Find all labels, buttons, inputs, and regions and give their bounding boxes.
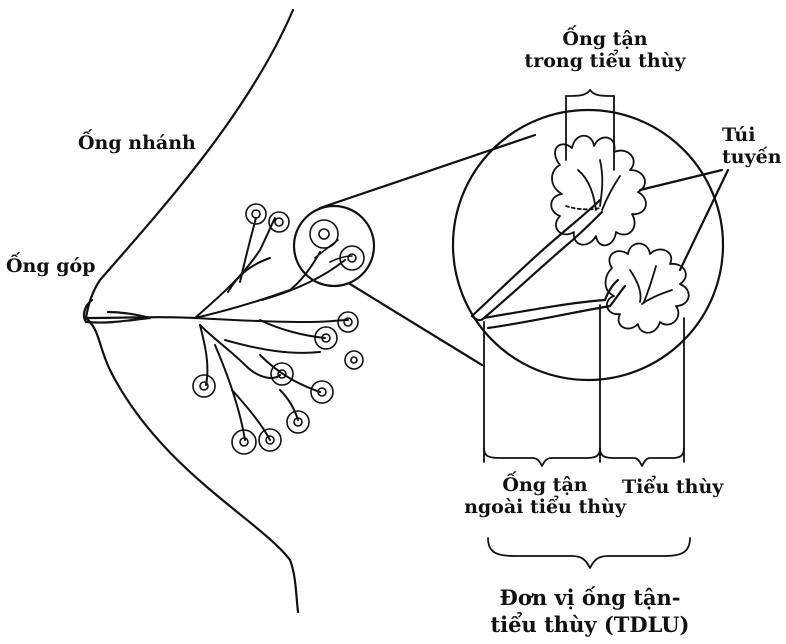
magnified-region-circle <box>294 206 374 286</box>
label-ong-nhanh: Ống nhánh <box>78 132 196 154</box>
extralobular-bracket <box>484 448 600 466</box>
label-intralobular-duct-line1: Ống tận <box>515 28 695 50</box>
label-intralobular-duct-line2: trong tiểu thùy <box>515 50 695 72</box>
label-extralobular-duct: Ống tận ngoài tiểu thùy <box>450 474 640 518</box>
label-acinus: Túi tuyến <box>722 124 782 168</box>
small-lobule-in-circle <box>310 220 364 270</box>
label-acinus-line1: Túi <box>722 124 782 146</box>
label-tdlu: Đơn vị ống tận- tiểu thùy (TDLU) <box>440 584 740 638</box>
label-extralobular-duct-line2: ngoài tiểu thùy <box>450 496 640 518</box>
label-acinus-line2: tuyến <box>722 146 782 168</box>
lower-lobule <box>606 244 689 333</box>
breast-outline <box>86 10 298 612</box>
tdlu-bracket <box>488 538 690 568</box>
intralobular-bracket <box>566 90 614 170</box>
lobule-bracket <box>600 448 684 466</box>
label-intralobular-duct: Ống tận trong tiểu thùy <box>515 28 695 72</box>
label-tdlu-line1: Đơn vị ống tận- <box>440 584 740 611</box>
magnified-ducts <box>472 200 625 328</box>
label-ong-gop: Ống góp <box>6 255 96 277</box>
label-extralobular-duct-line1: Ống tận <box>450 474 640 496</box>
magnified-lobule-circle <box>453 110 723 380</box>
nipple <box>84 300 150 323</box>
lower-guide-lines <box>484 305 684 462</box>
main-duct <box>86 317 195 318</box>
branching-ducts <box>195 218 348 440</box>
lobule-clusters <box>193 204 363 454</box>
zoom-line-top <box>320 135 535 208</box>
label-lobule: Tiểu thùy <box>622 476 723 498</box>
label-tdlu-line2: tiểu thùy (TDLU) <box>440 611 740 638</box>
